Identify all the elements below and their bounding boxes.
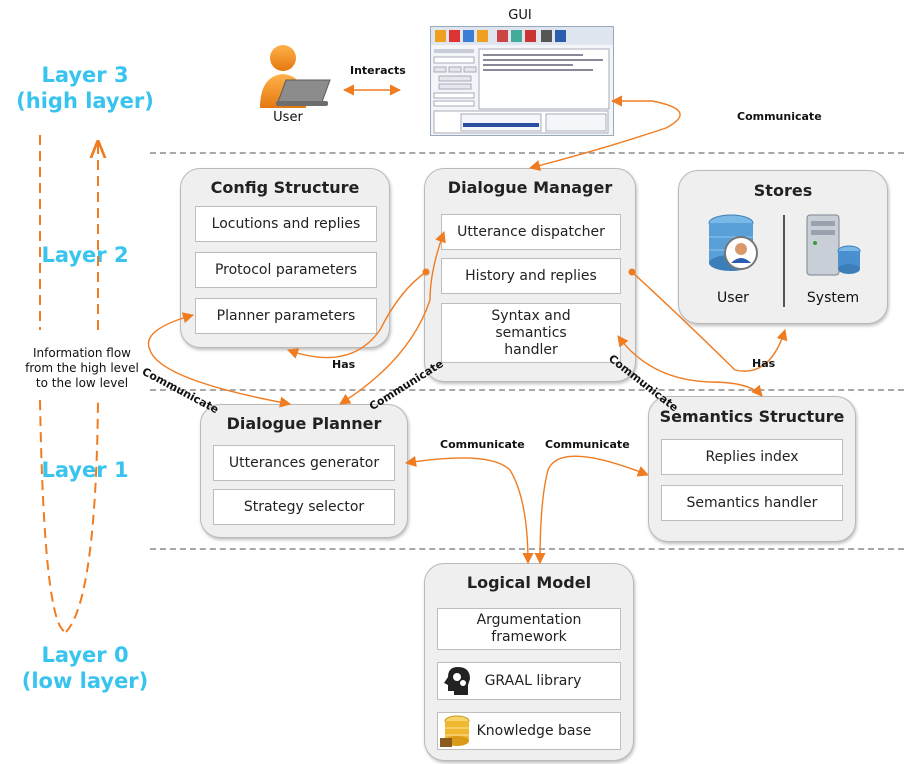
user-label: User	[273, 110, 303, 125]
replies-index-box: Replies index	[661, 439, 843, 475]
layer-0-label: Layer 0 (low layer)	[21, 643, 149, 693]
strategy-selector-box: Strategy selector	[213, 489, 395, 525]
communicate-gui-label: Communicate	[737, 110, 822, 123]
history-and-replies-box: History and replies	[441, 258, 621, 294]
divider-line	[783, 215, 785, 307]
knowledge-base-icon	[440, 714, 474, 748]
user-database-icon	[705, 213, 761, 277]
communicate-right-arrow	[617, 335, 763, 397]
stores-user-label: User	[717, 290, 749, 306]
logical-model-group: Logical Model Argumentation framework GR…	[424, 563, 634, 761]
gui-label: GUI	[508, 8, 532, 23]
planner-logic-arrow	[404, 455, 534, 565]
layer-1-label: Layer 1	[41, 458, 129, 482]
argumentation-framework-box: Argumentation framework	[437, 608, 621, 650]
knowledge-base-label: Knowledge base	[476, 722, 592, 739]
semantics-structure-title: Semantics Structure	[659, 407, 845, 426]
server-database-icon	[803, 211, 863, 279]
connector-dot	[422, 268, 430, 276]
communicate-semantics-logic-label: Communicate	[545, 438, 630, 451]
graal-library-box: GRAAL library	[437, 662, 621, 700]
connector-dot	[628, 268, 636, 276]
dialogue-planner-group: Dialogue Planner Utterances generator St…	[200, 404, 408, 538]
utterances-generator-box: Utterances generator	[213, 445, 395, 481]
user-with-laptop-icon	[256, 42, 334, 112]
semantics-structure-group: Semantics Structure Replies index Semant…	[648, 396, 856, 542]
semantics-logic-arrow	[534, 455, 650, 565]
has-config-label: Has	[332, 358, 356, 371]
has-config-arrow	[286, 271, 427, 359]
has-stores-label: Has	[752, 357, 776, 370]
dialogue-manager-group: Dialogue Manager Utterance dispatcher Hi…	[424, 168, 636, 382]
layer-3-label: Layer 3 (high layer)	[16, 63, 154, 113]
info-flow-up-arrow	[65, 142, 98, 633]
information-flow-text: Information flow from the high level to …	[25, 346, 139, 390]
dialogue-manager-title: Dialogue Manager	[447, 178, 613, 197]
logical-model-title: Logical Model	[466, 573, 592, 592]
utterance-dispatcher-box: Utterance dispatcher	[441, 214, 621, 250]
dialogue-planner-title: Dialogue Planner	[226, 414, 382, 433]
gui-dialogue-manager-arrow	[528, 95, 681, 171]
layer-separator-3-2	[150, 152, 904, 154]
info-flow-down-arrow	[39, 135, 67, 633]
communicate-mid-arrow	[339, 230, 446, 405]
layer-2-label: Layer 2	[41, 243, 129, 267]
interacts-label: Interacts	[350, 64, 406, 77]
communicate-left-arrow	[147, 312, 292, 408]
semantics-handler-box: Semantics handler	[661, 485, 843, 521]
syntax-and-semantics-handler-box: Syntax and semantics handler	[441, 303, 621, 363]
head-gears-icon	[442, 665, 472, 697]
communicate-planner-logic-label: Communicate	[440, 438, 525, 451]
stores-group: Stores User System	[678, 170, 888, 324]
layer-separator-2-1	[150, 389, 904, 391]
stores-title: Stores	[753, 181, 813, 200]
knowledge-base-box: Knowledge base	[437, 712, 621, 750]
graal-library-label: GRAAL library	[484, 672, 582, 689]
stores-system-label: System	[806, 290, 860, 306]
config-structure-title: Config Structure	[210, 178, 360, 197]
